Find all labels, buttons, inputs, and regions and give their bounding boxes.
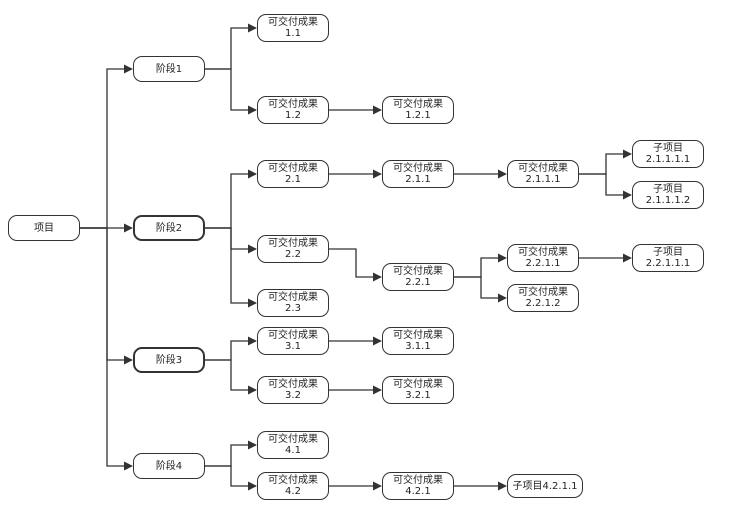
node-label: 子项目 [653,247,683,258]
node-code: 2.2.1.2 [525,298,561,309]
node-label: 可交付成果 [518,163,568,174]
connector-d2111-s21111 [579,149,632,175]
node-phase-4[interactable]: 阶段4 [133,453,205,479]
node-label: 可交付成果 [268,292,318,303]
connector-p2-d23 [205,227,257,308]
node-code: 2.2.1.1 [525,258,561,269]
node-label: 可交付成果 [393,379,443,390]
node-code: 2.1.1 [405,174,431,185]
node-code: 4.2.1 [405,486,431,497]
node-label: 可交付成果 [393,475,443,486]
node-label: 可交付成果 [393,266,443,277]
node-label: 可交付成果 [518,247,568,258]
connector-root-p3 [80,227,133,365]
node-label: 可交付成果 [268,238,318,249]
node-label: 可交付成果 [268,434,318,445]
node-phase-1[interactable]: 阶段1 [133,56,205,82]
node-label: 可交付成果 [518,287,568,298]
node-code: 2.1.1.1.1 [645,154,691,165]
node-code: 3.2.1 [405,390,431,401]
node-label: 子项目 [653,143,683,154]
connector-root-p1 [80,64,133,229]
node-phase-2[interactable]: 阶段2 [133,215,205,241]
connector-p4-d42 [205,465,257,491]
node-label: 阶段2 [155,222,183,234]
node-code: 4.2 [285,486,301,497]
connector-p4-d41 [205,440,257,467]
node-label: 可交付成果 [393,330,443,341]
connector-d221-d2212 [454,276,507,303]
connector-d2111-s21112 [579,173,632,200]
node-code: 2.3 [285,303,301,314]
node-code: 3.1.1 [405,341,431,352]
node-label: 阶段3 [155,354,183,366]
node-label: 可交付成果 [393,163,443,174]
node-code: 1.2 [285,110,301,121]
node-label: 可交付成果 [268,163,318,174]
node-phase-3[interactable]: 阶段3 [133,347,205,373]
connector-p3-d32 [205,359,257,395]
node-label: 子项目4.2.1.1 [512,480,578,492]
node-code: 1.2.1 [405,110,431,121]
node-label: 可交付成果 [393,99,443,110]
connector-p1-d11 [205,23,257,70]
node-code: 4.1 [285,445,301,456]
node-code: 2.1.1.1.2 [645,195,691,206]
node-code: 2.2.1.1.1 [645,258,691,269]
node-code: 2.1 [285,174,301,185]
node-label: 可交付成果 [268,475,318,486]
node-label: 阶段4 [155,460,183,472]
node-code: 1.1 [285,28,301,39]
node-project[interactable]: 项目 [8,215,80,241]
node-label: 子项目 [653,184,683,195]
connector-d221-d2211 [454,253,507,278]
node-code: 2.1.1.1 [525,174,561,185]
node-label: 可交付成果 [268,379,318,390]
connector-p2-d21 [205,169,257,229]
node-label: 可交付成果 [268,99,318,110]
node-code: 3.1 [285,341,301,352]
node-label: 可交付成果 [268,330,318,341]
node-subproject-4-2-1-1[interactable]: 子项目4.2.1.1 [507,474,583,498]
node-label: 可交付成果 [268,17,318,28]
node-label: 阶段1 [155,63,183,75]
node-code: 2.2 [285,249,301,260]
connector-p3-d31 [205,336,257,361]
node-code: 2.2.1 [405,277,431,288]
connector-p1-d12 [205,68,257,115]
connector-d22-d221 [329,248,382,282]
node-code: 3.2 [285,390,301,401]
node-label: 项目 [34,222,54,234]
connector-root-p4 [80,227,133,471]
